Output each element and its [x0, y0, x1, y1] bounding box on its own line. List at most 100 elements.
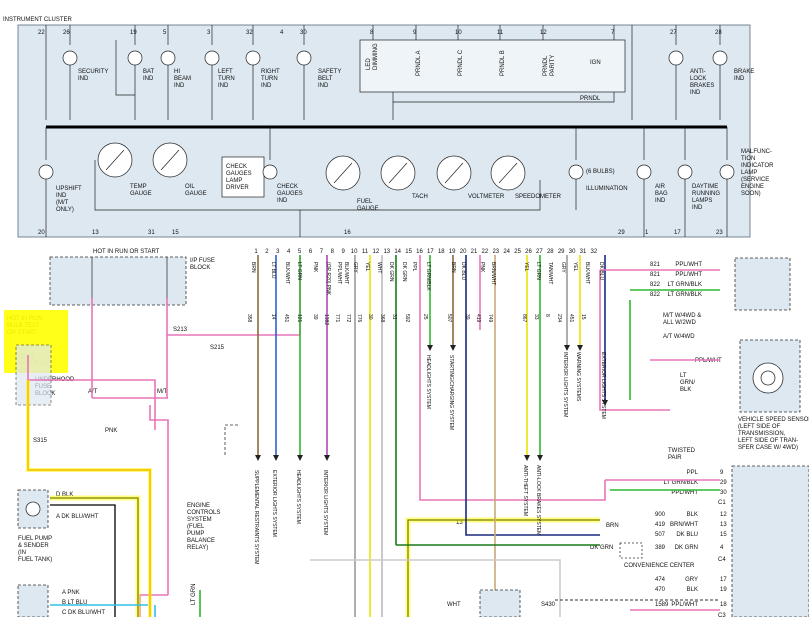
system-label: ANTI-THEFT SYSTEM	[522, 465, 528, 516]
lower-gauge-label: (6 BULBS)	[586, 169, 615, 175]
ecm-pin: 19	[720, 587, 727, 593]
system-arrow	[577, 345, 583, 351]
vss-wire-color: PPL/WHT	[675, 272, 702, 278]
circuit-number: 14	[270, 314, 276, 320]
ecm-circuit: 419	[655, 522, 666, 528]
pin-13-label: 13	[456, 520, 463, 526]
connector-pin: 28	[547, 249, 554, 255]
ecm-box	[731, 465, 809, 617]
circuit-number: 31	[391, 314, 397, 320]
system-label: INTERIOR LIGHTS SYSTEM	[322, 470, 328, 535]
convenience-center-connector	[619, 542, 643, 559]
wire-color-label: DK GRN	[401, 262, 407, 282]
wire-color-label: YEL	[572, 262, 578, 272]
system-arrow	[564, 345, 570, 351]
wire-color-label: YEL	[523, 262, 529, 272]
system-arrow	[602, 400, 608, 406]
splice-s213: S213	[173, 327, 188, 333]
connector-pin: 31	[580, 249, 587, 255]
pnk-label: PNK	[105, 428, 117, 434]
svg-text:15: 15	[172, 230, 179, 236]
ecm-circuit: 900	[655, 512, 666, 518]
connector-pin: 14	[394, 249, 401, 255]
ecm-circuit: 1589	[655, 602, 669, 608]
brn-label: BRN	[606, 523, 619, 529]
wht-label: WHT	[447, 602, 461, 608]
connector-pin: 13	[383, 249, 390, 255]
connector-pin: 29	[558, 249, 565, 255]
connector-pin: 15	[405, 249, 412, 255]
connector-pin: 9	[342, 249, 346, 255]
fuel-pump-icon	[25, 501, 41, 517]
ecm-pin: 30	[720, 490, 727, 496]
circuit-number: 39	[312, 314, 318, 320]
ecm-wire-color: DK BLU	[676, 532, 698, 538]
circuit-number: 234	[556, 314, 562, 323]
ign-label: IGN	[590, 60, 601, 66]
ecm-circuit: 507	[655, 532, 666, 538]
hot-in-run-header: HOT IN RUN OR START	[93, 249, 160, 255]
wire-color-label: DK GRN	[388, 262, 394, 282]
prndl-label: PRNDL A	[416, 51, 422, 76]
connector-pin: 26	[525, 249, 532, 255]
connector-pin: 3	[276, 249, 280, 255]
ecm-wire-color: BLK	[687, 512, 698, 518]
system-arrow	[324, 455, 330, 461]
prndl-label: PRNDLPARITY	[543, 55, 556, 76]
pin-32: 32	[246, 30, 253, 36]
system-label: SUPPLEMENTAL RESTRAINTS SYSTEM	[253, 470, 259, 564]
pin-27: 27	[670, 30, 677, 36]
dashed-return	[224, 424, 240, 455]
pin-5: 5	[163, 30, 167, 36]
ecm-wire-color: PPL	[687, 470, 699, 476]
ecm-pin: 18	[720, 602, 727, 608]
wire-color-label: PPL/WHT	[336, 262, 342, 284]
connector-pin: 25	[514, 249, 521, 255]
system-arrow	[273, 455, 279, 461]
prndl-label: PRNDL B	[500, 50, 506, 76]
wire-color-label: BRN	[250, 262, 256, 273]
connector-pin: 11	[362, 249, 369, 255]
ecm-pin: 9	[720, 470, 724, 476]
vss-circuit: 821	[650, 262, 661, 268]
vss-note-2: A/T W/4WD	[663, 334, 695, 340]
wire-color-label: LT GRN	[296, 262, 302, 280]
pin-26: 26	[63, 30, 70, 36]
connector-pin: 2	[265, 249, 269, 255]
wire-color-label: WHT	[376, 262, 382, 273]
wire-color-label: LT GRN	[535, 262, 541, 280]
circuit-number: 368	[379, 314, 385, 323]
cluster-top-pins: 22 26 19 5 3 32 4 30 8 9 10 11 12 7 27 2…	[38, 30, 722, 36]
connector-pin: 16	[416, 249, 423, 255]
svg-text:20: 20	[38, 230, 45, 236]
wire-color-label: PNK	[312, 262, 318, 273]
vss-circuit: 821	[650, 272, 661, 278]
vss-pin-a-color: PPL/WHT	[695, 358, 722, 364]
wire-color-label: BLK/WHT	[284, 262, 290, 284]
circuit-number: 507	[446, 314, 452, 323]
vss-circuit: 822	[650, 292, 661, 298]
relay-box	[479, 589, 521, 617]
circuit-number: 592	[404, 314, 410, 323]
circuit-number: 30	[367, 314, 373, 320]
connector-pin: 21	[471, 249, 478, 255]
connector-pin: 30	[569, 249, 576, 255]
circuit-number: 358	[246, 314, 252, 323]
circuit-number: 1382	[323, 314, 329, 325]
ecm-pin: 15	[720, 532, 727, 538]
ecm-wire-color: PPL/WHT	[671, 490, 698, 496]
